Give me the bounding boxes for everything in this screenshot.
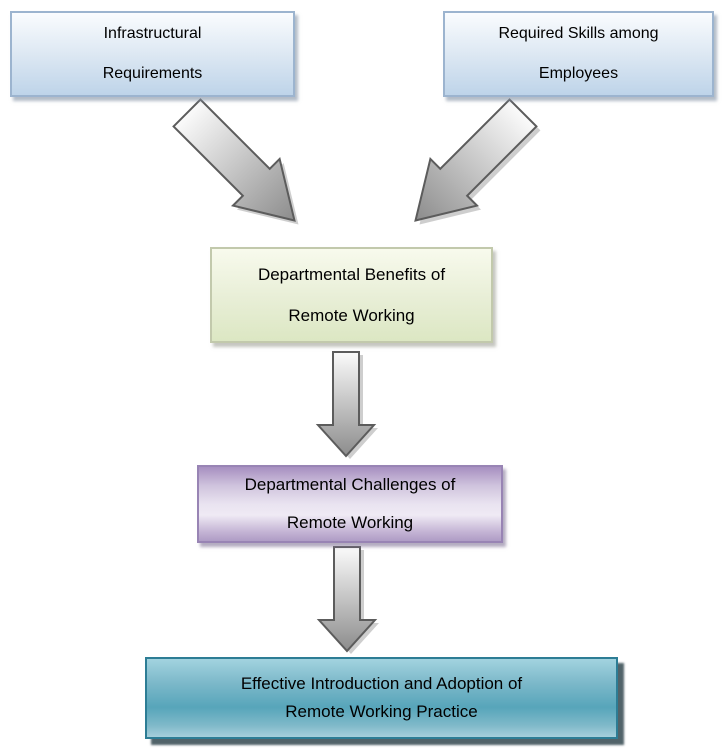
arrow-infrastructural-to-benefits-icon (162, 88, 322, 248)
node-label-line: Remote Working (286, 513, 414, 532)
node-label-line: Effective Introduction and Adoption of (240, 674, 523, 693)
arrow-skills-to-benefits-icon (391, 88, 551, 248)
node-departmental-benefits: Departmental Benefits of Remote Working (210, 247, 493, 343)
node-label-line: Infrastructural (103, 25, 202, 42)
node-effective-introduction-adoption: Effective Introduction and Adoption of R… (145, 657, 618, 739)
arrow-challenges-to-adoption-icon (318, 546, 379, 654)
node-label-line: Departmental Benefits of (257, 265, 446, 284)
node-label-line: Remote Working (288, 306, 415, 325)
node-label-line: Requirements (102, 65, 203, 82)
arrow-benefits-to-challenges-icon (317, 351, 378, 459)
node-label-line: Departmental Challenges of (244, 475, 456, 494)
node-label-line: Remote Working Practice (285, 702, 478, 721)
node-infrastructural-requirements: Infrastructural Requirements (10, 11, 295, 97)
node-label-line: Employees (538, 65, 619, 82)
node-label-line: Required Skills among (498, 25, 659, 42)
node-required-skills: Required Skills among Employees (443, 11, 714, 97)
node-departmental-challenges: Departmental Challenges of Remote Workin… (197, 465, 503, 543)
